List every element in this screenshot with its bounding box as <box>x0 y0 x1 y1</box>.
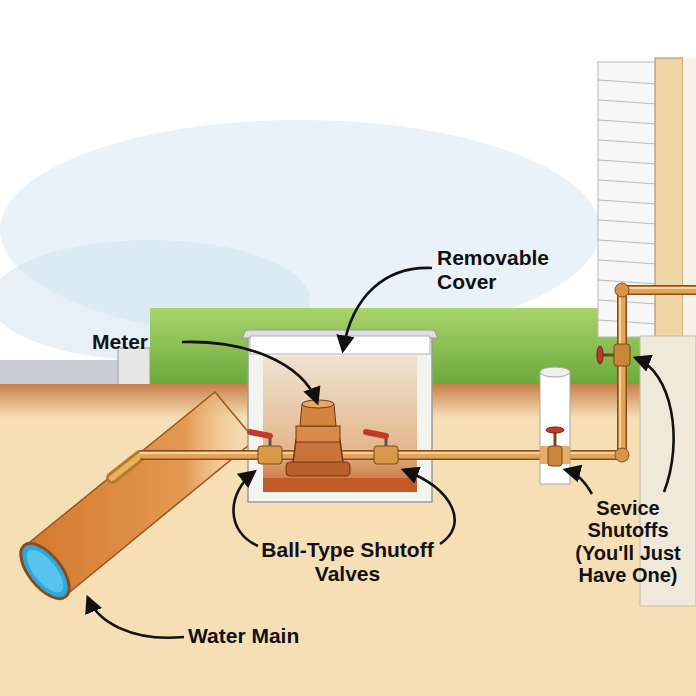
leader-arrow <box>88 598 184 638</box>
leader-arrow <box>343 268 432 350</box>
curb-stop <box>540 367 570 484</box>
part-label: Water Main <box>188 624 338 648</box>
water-main-pipe <box>12 392 255 607</box>
part-label: Sevice Shutoffs (You'll Just Have One) <box>566 497 690 587</box>
ball-valve <box>366 432 398 464</box>
gate-valve <box>597 344 630 366</box>
service-pipe <box>140 283 696 462</box>
water-meter <box>286 400 350 476</box>
meter-box <box>242 330 438 502</box>
leader-arrow <box>182 342 317 402</box>
leader-arrow <box>233 472 258 546</box>
part-label: Meter <box>92 330 182 354</box>
leader-arrow <box>404 470 455 544</box>
curb <box>118 348 150 390</box>
leader-arrow <box>566 470 592 494</box>
part-label: Removable Cover <box>437 246 565 293</box>
ball-valve <box>250 432 282 464</box>
part-label: Ball-Type Shutoff Valves <box>260 538 435 585</box>
leader-arrow <box>636 358 674 492</box>
street <box>0 360 125 388</box>
